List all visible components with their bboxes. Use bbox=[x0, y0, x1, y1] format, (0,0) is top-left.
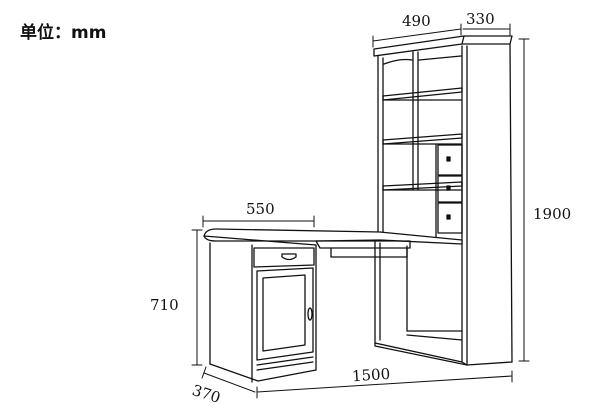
desk-height-label: 710 bbox=[150, 296, 179, 314]
total-height-label: 1900 bbox=[533, 205, 572, 223]
desk bbox=[203, 228, 463, 383]
unit-label: 单位：mm bbox=[20, 23, 107, 43]
bookshelf bbox=[373, 35, 513, 366]
dimension-lines bbox=[191, 23, 530, 399]
top-depth-label: 330 bbox=[466, 10, 495, 28]
total-width-label: 1500 bbox=[351, 364, 391, 386]
desk-width-label: 550 bbox=[246, 200, 275, 218]
top-width-label: 490 bbox=[402, 12, 431, 30]
